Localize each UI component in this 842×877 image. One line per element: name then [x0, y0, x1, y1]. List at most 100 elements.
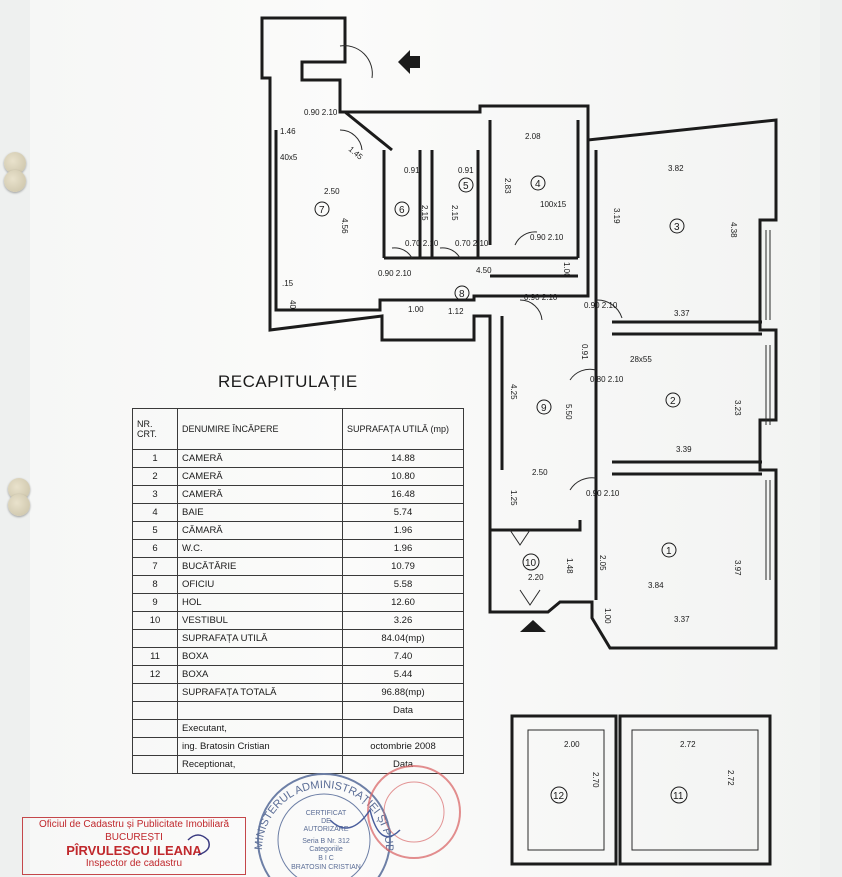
dim-door-room7: 0.90 2.10 — [304, 108, 338, 117]
wall-outline — [260, 16, 778, 650]
row-number: 11 — [132, 647, 178, 666]
dim-door-room3: 0.90 2.10 — [584, 301, 618, 310]
row-number: 3 — [132, 485, 178, 504]
room-area: 16.48 — [342, 485, 464, 504]
header-area: SUPRAFAȚA UTILĂ (mp) — [342, 408, 464, 450]
room-9-number: 9 — [541, 403, 547, 414]
window-room1 — [765, 480, 771, 580]
room-11-number: 11 — [673, 791, 684, 802]
room-12-number: 12 — [553, 791, 565, 802]
punch-hole-lower-2 — [8, 494, 30, 516]
storage-box-11-inner — [631, 729, 759, 851]
footer-empty — [132, 719, 178, 738]
dim-door-camara: 0.70 2.10 — [455, 239, 489, 248]
footer-right: octombrie 2008 — [342, 737, 464, 756]
dim-room4-left: 2.83 — [503, 178, 512, 194]
footer-right: Data — [342, 701, 464, 720]
room-3-number: 3 — [674, 222, 680, 233]
room-area: 1.96 — [342, 521, 464, 540]
room-area: 12.60 — [342, 593, 464, 612]
room-10-number: 10 — [525, 558, 537, 569]
total-value: 96.88(mp) — [342, 683, 464, 702]
dim-room8-left: 1.00 — [408, 305, 424, 314]
punch-hole-middle — [4, 170, 26, 192]
dim-box12-height: 2.70 — [591, 772, 600, 788]
footer-left: Receptionat, — [177, 755, 343, 774]
dim-door-wc: 0.70 2.10 — [405, 239, 439, 248]
dim-vestibul-width: 2.20 — [528, 573, 544, 582]
row-number: 5 — [132, 521, 178, 540]
footer-empty — [132, 755, 178, 774]
box-name: BOXA — [177, 665, 343, 684]
stamp-office: Oficiul de Cadastru și Publicitate Imobi… — [38, 819, 230, 830]
dim-room1-side: 2.05 — [598, 555, 607, 571]
room-8-number: 8 — [459, 289, 465, 300]
recap-table: NR. CRT. DENUMIRE ÎNCĂPERE SUPRAFAȚA UTI… — [132, 408, 464, 774]
box-area: 5.44 — [342, 665, 464, 684]
dim-room1-bottom: 3.37 — [674, 615, 690, 624]
dim-box11-width: 2.72 — [680, 740, 696, 749]
dim-room7-height: 4.56 — [340, 218, 349, 234]
room-area: 10.80 — [342, 467, 464, 486]
total-row: SUPRAFAȚA TOTALĂ 96.88(mp) — [132, 683, 464, 702]
dim-diagonal: 1.45 — [347, 145, 365, 162]
room-name: HOL — [177, 593, 343, 612]
dim-vestibul-height: 1.48 — [565, 558, 574, 574]
room-area: 10.79 — [342, 557, 464, 576]
footer-left: Executant, — [177, 719, 343, 738]
dim-room1-corner: 1.00 — [603, 608, 612, 624]
dim-door-room1: 0.90 2.10 — [586, 489, 620, 498]
dim-room8-width: 4.50 — [476, 266, 492, 275]
footer-row: Data — [132, 701, 464, 720]
wall-vestibul-top — [490, 520, 582, 532]
room-name: BAIE — [177, 503, 343, 522]
dim-room7-door: 1.46 — [280, 127, 296, 136]
dim-room1-width: 3.84 — [648, 581, 664, 590]
dim-room2-width: 3.39 — [676, 445, 692, 454]
room-labels: 1 2 3 4 5 6 7 8 9 10 11 12 — [314, 175, 688, 804]
dim-kitchen-niche: 40 — [288, 300, 297, 309]
room-name: VESTIBUL — [177, 611, 343, 630]
dim-room3-bottom: 3.37 — [674, 309, 690, 318]
room-name: W.C. — [177, 539, 343, 558]
dim-door-hall: 0.90 2.10 — [524, 293, 558, 302]
wall-outline-inner — [274, 130, 590, 312]
entry-arrow-bottom-icon — [520, 620, 546, 632]
dim-room8-side: 1.00 — [562, 262, 571, 278]
storage-box-12-inner — [527, 729, 605, 851]
row-number: 4 — [132, 503, 178, 522]
room-area: 1.96 — [342, 539, 464, 558]
dim-box12-width: 2.00 — [564, 740, 580, 749]
footer-empty — [132, 737, 178, 756]
wall-diagonal — [344, 110, 393, 152]
room-1-number: 1 — [666, 546, 672, 557]
row-number: 7 — [132, 557, 178, 576]
dim-hall-length: 5.50 — [564, 404, 573, 420]
row-number: 6 — [132, 539, 178, 558]
room-name: CAMERĂ — [177, 485, 343, 504]
room-7-number: 7 — [319, 205, 325, 216]
dim-room7-top: 2.50 — [324, 187, 340, 196]
stamp-city: BUCUREȘTI — [105, 832, 163, 843]
row-number: 9 — [132, 593, 178, 612]
door-swing-room6 — [391, 247, 413, 259]
dim-vestibul-side: 1.25 — [509, 490, 518, 506]
storage-box-12 — [510, 714, 618, 866]
row-number: 2 — [132, 467, 178, 486]
room-5-number: 5 — [463, 181, 469, 192]
room-name: CĂMARĂ — [177, 521, 343, 540]
dim-room3-right: 4.38 — [729, 222, 738, 238]
dim-hall-height: 4.25 — [509, 384, 518, 400]
room-area: 3.26 — [342, 611, 464, 630]
